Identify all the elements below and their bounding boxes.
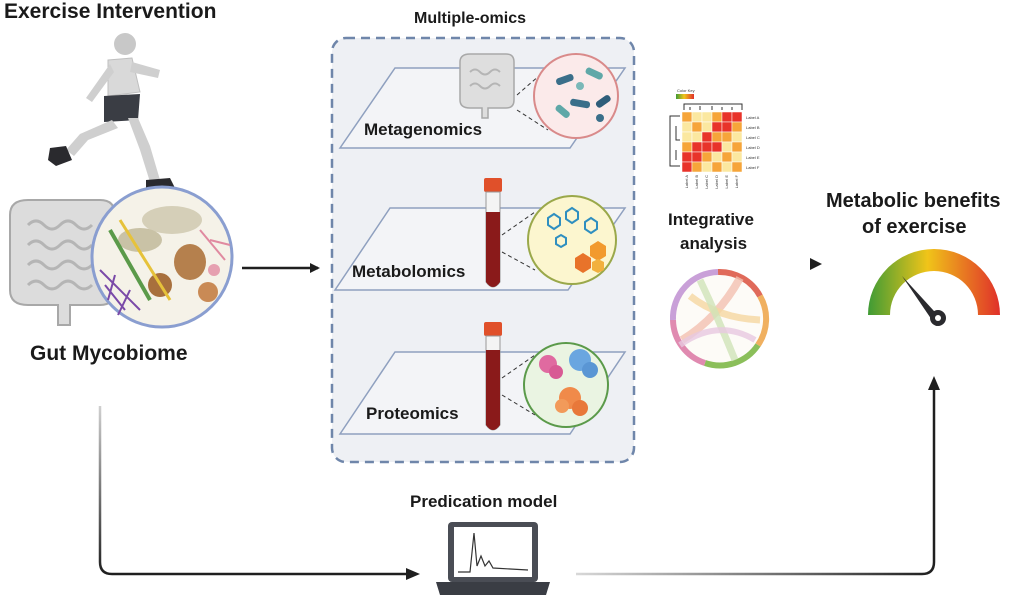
- heatmap-row-label: Label E: [746, 155, 760, 160]
- metabolic-benefits-line1: Metabolic benefits: [826, 190, 1001, 212]
- heatmap-row-label: Label F: [746, 165, 760, 170]
- heatmap-cell: [731, 111, 743, 123]
- flow-line-left: [98, 406, 414, 576]
- heatmap-cell: [691, 111, 703, 123]
- intestine-icon: [459, 53, 515, 119]
- flow-arrow-head-right: [928, 376, 940, 390]
- heatmap-cell: [701, 111, 713, 123]
- microbes-circle: [516, 53, 619, 139]
- heatmap-cell: [721, 151, 733, 163]
- arrow-to-benefits-head: [810, 258, 822, 270]
- metabolomics-tube-icon: [484, 178, 502, 288]
- heatmap-cell: [681, 141, 693, 153]
- metabolic-benefits-line2: of exercise: [862, 216, 967, 238]
- mycobiome-circle: [90, 185, 234, 329]
- heatmap-row-label: Label D: [746, 145, 760, 150]
- exercise-intervention-title: Exercise Intervention: [4, 0, 217, 23]
- heatmap-cell: [731, 161, 743, 173]
- metabolites-circle: [501, 195, 617, 285]
- heatmap-cell: [711, 161, 723, 173]
- heatmap-cell: [681, 111, 693, 123]
- proteomics-label: Proteomics: [366, 404, 459, 423]
- heatmap-col-label: Label D: [714, 175, 719, 189]
- heatmap-cell: [731, 141, 743, 153]
- heatmap-cell: [701, 131, 713, 143]
- runner-icon: [48, 33, 176, 192]
- gut-mycobiome-title: Gut Mycobiome: [30, 342, 188, 365]
- heatmap-cell: [731, 151, 743, 163]
- heatmap-cell: [691, 131, 703, 143]
- heatmap-cell: [721, 121, 733, 133]
- integrative-analysis-line1: Integrative: [668, 210, 754, 229]
- multiple-omics-title: Multiple-omics: [414, 10, 527, 27]
- heatmap-cell: [691, 161, 703, 173]
- heatmap-row-label: Label B: [746, 125, 760, 130]
- laptop-icon: [436, 522, 550, 595]
- heatmap-cell: [681, 151, 693, 163]
- heatmap-cell: [701, 141, 713, 153]
- heatmap-cell: [681, 131, 693, 143]
- prediction-model-label: Predication model: [410, 492, 558, 511]
- flow-line-right: [576, 388, 936, 576]
- heatmap-cell: [721, 131, 733, 143]
- heatmap-cell: [721, 111, 733, 123]
- heatmap-cell: [711, 131, 723, 143]
- heatmap-row-label: Label A: [746, 115, 760, 120]
- proteins-circle: [501, 342, 609, 428]
- heatmap-cell: [721, 161, 733, 173]
- heatmap-cell: [731, 121, 743, 133]
- heatmap-cell: [731, 131, 743, 143]
- heatmap-cell: [711, 141, 723, 153]
- heatmap-cell: [711, 151, 723, 163]
- metabolomics-label: Metabolomics: [352, 262, 466, 281]
- gauge-icon: [868, 249, 1000, 326]
- heatmap-cell: [681, 121, 693, 133]
- heatmap-col-label: Label A: [684, 175, 689, 189]
- heatmap-cell: [691, 121, 703, 133]
- heatmap-figure: Label A Label B Label C Label D Label E Label…: [669, 88, 760, 189]
- heatmap-cell: [681, 161, 693, 173]
- heatmap-cell: [701, 151, 713, 163]
- proteomics-tube-icon: [484, 322, 502, 431]
- heatmap-cell: [701, 121, 713, 133]
- heatmap-col-label: Label B: [694, 175, 699, 189]
- integrative-analysis-line2: analysis: [680, 234, 748, 253]
- heatmap-cell: [701, 161, 713, 173]
- heatmap-cell: [711, 121, 723, 133]
- heatmap-cell: [721, 141, 733, 153]
- heatmap-col-label: Label E: [724, 175, 729, 189]
- heatmap-row-label: Label C: [746, 135, 760, 140]
- flow-arrow-head-left: [406, 568, 420, 580]
- heatmap-col-label: Label C: [704, 175, 709, 189]
- heatmap-color-key-label: Color Key: [677, 88, 695, 93]
- metagenomics-label: Metagenomics: [364, 120, 483, 139]
- heatmap-cell: [691, 141, 703, 153]
- heatmap-cell: [691, 151, 703, 163]
- chord-diagram: [669, 268, 770, 369]
- heatmap-col-label: Label F: [734, 174, 739, 188]
- heatmap-cell: [711, 111, 723, 123]
